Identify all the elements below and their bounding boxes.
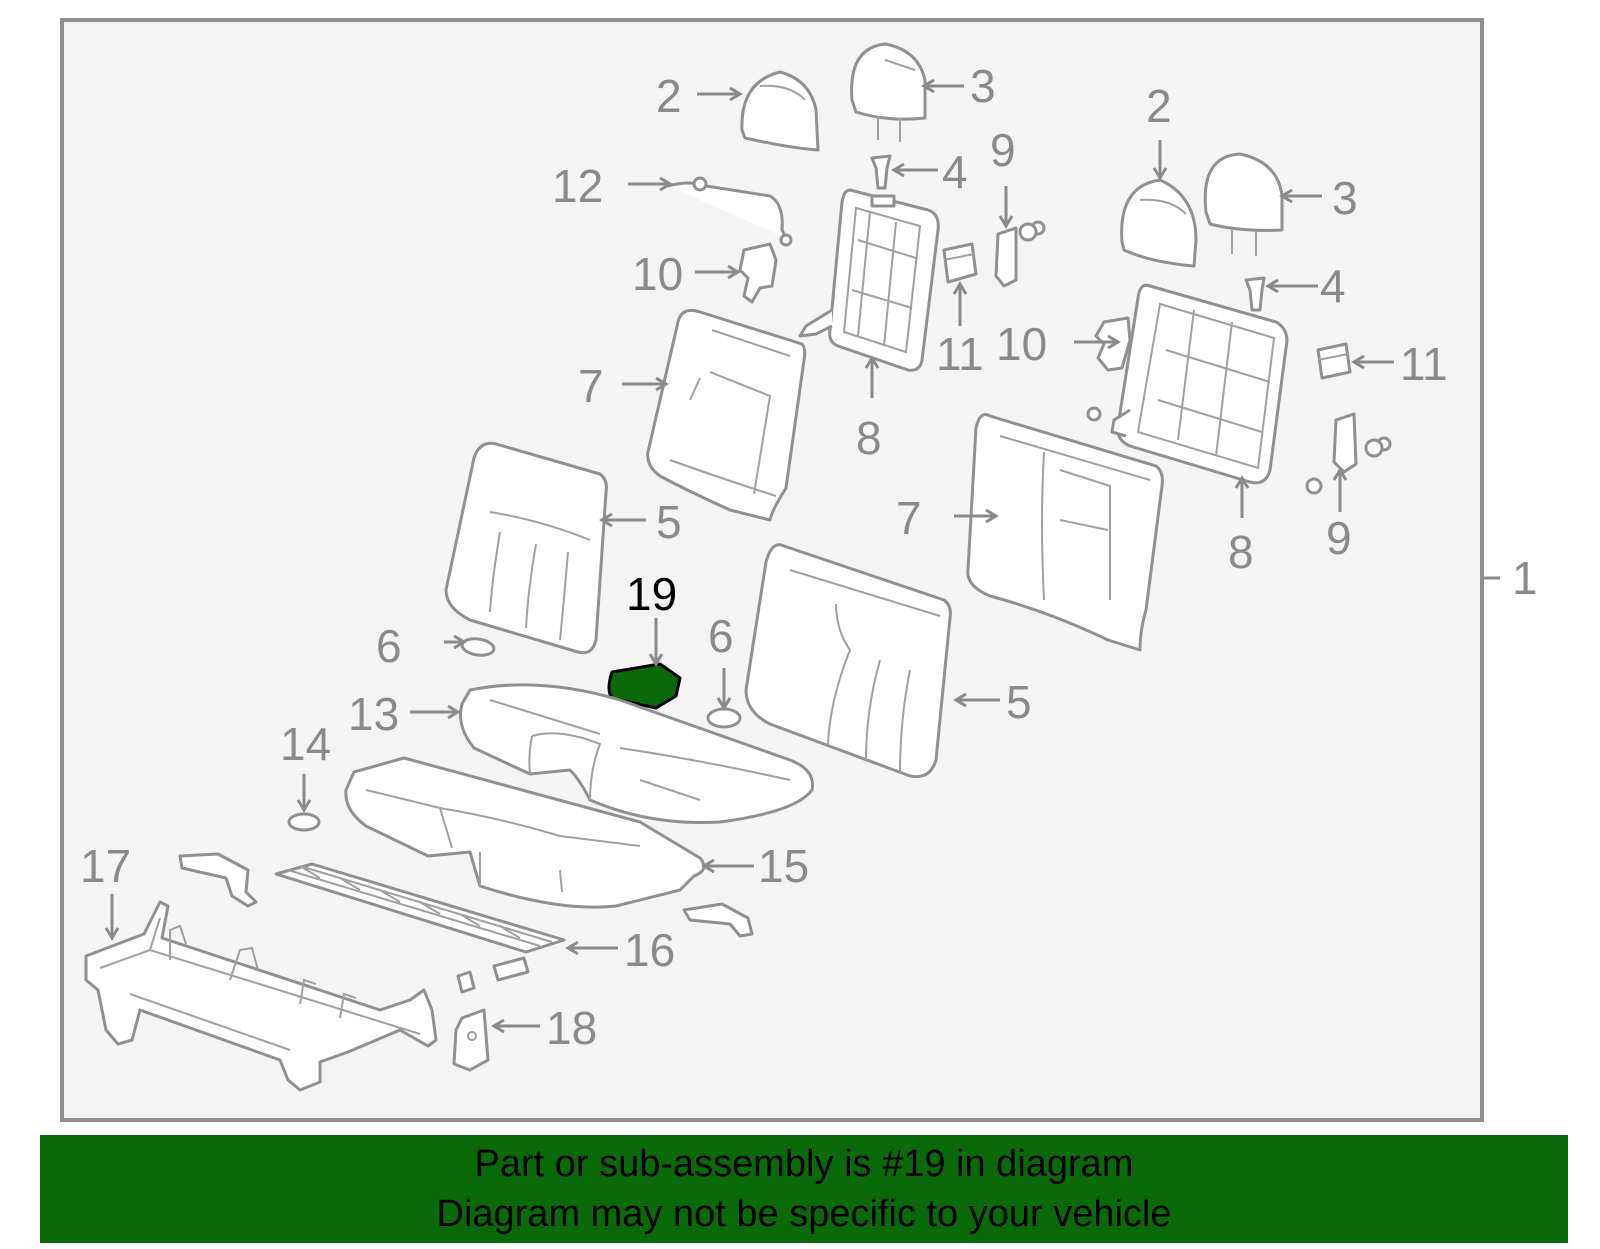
part-seat-frame-17 xyxy=(84,900,438,1092)
callout-17: 17 xyxy=(80,840,131,892)
part-headrest-2-right xyxy=(1120,178,1198,268)
part-seatback-5-right xyxy=(744,543,952,779)
part-seatback-frame-8-right xyxy=(1110,283,1289,485)
part-bracket-18 xyxy=(452,1008,490,1072)
part-seatback-pad-7-right xyxy=(966,413,1164,652)
callout-11-left: 11 xyxy=(936,328,984,380)
callout-13: 13 xyxy=(348,688,399,740)
part-cable-12 xyxy=(667,176,793,247)
part-clip-11-left xyxy=(942,242,978,284)
callout-9-right: 9 xyxy=(1326,512,1352,564)
callout-8-left: 8 xyxy=(856,412,882,464)
info-banner: Part or sub-assembly is #19 in diagram D… xyxy=(40,1135,1568,1243)
callout-1: 1 xyxy=(1512,552,1538,604)
callout-labels: 2 3 4 9 12 10 11 10 8 7 5 6 19 6 13 5 14… xyxy=(80,60,1538,1054)
callout-4-right: 4 xyxy=(1320,260,1346,312)
callout-11-right: 11 xyxy=(1400,338,1448,390)
callout-2-right: 2 xyxy=(1146,80,1172,132)
callout-8-right: 8 xyxy=(1228,526,1254,578)
callout-9-left: 9 xyxy=(990,124,1016,176)
part-headrest-3-right xyxy=(1203,152,1284,256)
part-seat-cushion-13 xyxy=(459,683,815,824)
banner-line-part: Part or sub-assembly is #19 in diagram xyxy=(474,1143,1134,1185)
callout-7-right: 7 xyxy=(896,492,922,544)
callout-7-left: 7 xyxy=(578,360,604,412)
callout-14: 14 xyxy=(280,718,331,770)
callout-12: 12 xyxy=(552,160,603,212)
part-bracket-9-right xyxy=(1086,406,1392,495)
part-headrest-2-left xyxy=(740,70,820,152)
part-seatback-5-left xyxy=(444,441,608,655)
leader-arrows xyxy=(104,78,1394,1034)
part-clip-15-right xyxy=(682,902,754,938)
callout-6-left: 6 xyxy=(376,620,402,672)
callout-3-right: 3 xyxy=(1332,172,1358,224)
part-mesh-16 xyxy=(274,862,566,954)
callout-10-left: 10 xyxy=(632,248,683,300)
part-19-highlighted xyxy=(607,662,682,710)
part-clip-17-upper xyxy=(178,852,258,908)
callout-16: 16 xyxy=(624,924,675,976)
part-seatback-frame-8-left xyxy=(798,188,940,372)
callout-15: 15 xyxy=(758,840,809,892)
callout-6-right: 6 xyxy=(708,610,734,662)
part-grommet-14 xyxy=(287,812,321,832)
callout-18: 18 xyxy=(546,1002,597,1054)
part-guide-4-left xyxy=(870,154,892,190)
callout-2-left: 2 xyxy=(656,70,682,122)
callout-5-right: 5 xyxy=(1006,676,1032,728)
banner-line-disclaimer: Diagram may not be specific to your vehi… xyxy=(436,1193,1172,1235)
part-headrest-3-left xyxy=(850,42,927,142)
part-clip-11-right xyxy=(1316,342,1352,380)
part-grommet-6-right xyxy=(706,707,742,729)
part-clips-18-upper xyxy=(456,956,530,994)
part-guide-4-right xyxy=(1244,276,1266,312)
part-cushion-pad-15 xyxy=(344,756,706,909)
callout-10-right: 10 xyxy=(996,318,1047,370)
part-latch-10-left xyxy=(738,242,778,304)
part-bracket-9-left xyxy=(994,220,1046,288)
callout-5-left: 5 xyxy=(656,496,682,548)
callout-3-left: 3 xyxy=(970,60,996,112)
callout-4-left: 4 xyxy=(942,146,968,198)
part-seatback-pad-7-left xyxy=(646,308,807,522)
callout-19: 19 xyxy=(626,568,677,620)
